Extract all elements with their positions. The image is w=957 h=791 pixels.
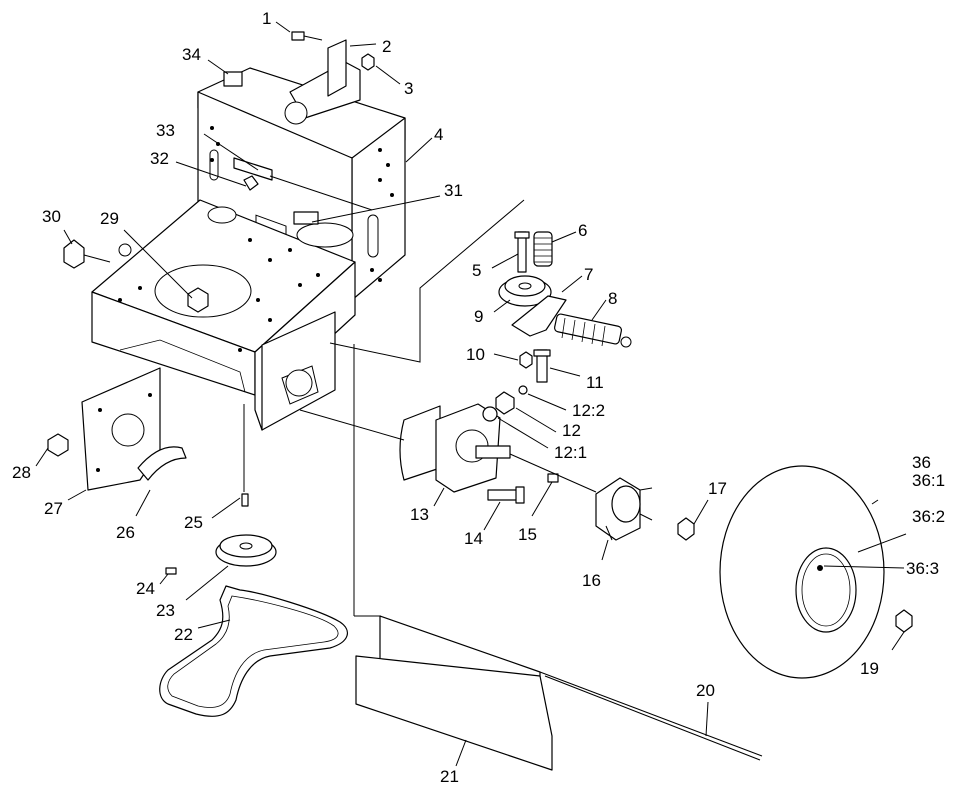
callout-label: 23 [156, 601, 175, 620]
o-ring [518, 385, 528, 395]
callout-label: 12:2 [572, 401, 605, 420]
bushing [495, 391, 515, 415]
callout-label: 9 [474, 307, 483, 326]
callout-label: 17 [708, 479, 727, 498]
callout-label: 36:2 [912, 507, 945, 526]
callout-label: 11 [586, 373, 604, 392]
callout-label: 12:1 [554, 443, 587, 462]
control-rod [539, 671, 763, 757]
callout-label: 16 [582, 571, 601, 590]
extension-spring [553, 313, 632, 348]
callout-label: 29 [100, 209, 119, 228]
set-screw [165, 567, 177, 575]
callout-label: 21 [440, 767, 459, 786]
flange-nut [187, 287, 209, 313]
screw [291, 31, 323, 41]
key [547, 473, 559, 483]
callout-label: 15 [518, 525, 537, 544]
callout-label: 31 [444, 181, 463, 200]
callout-label: 26 [116, 523, 135, 542]
callout-label: 6 [578, 221, 587, 240]
callout-label: 34 [182, 45, 201, 64]
hex-nut [47, 433, 69, 457]
tire-wheel [719, 465, 885, 679]
callout-label: 1 [262, 9, 271, 28]
hex-bolt [63, 239, 111, 269]
nut [519, 351, 533, 369]
callout-label: 22 [174, 625, 193, 644]
idler-arm [511, 295, 567, 337]
callout-label: 14 [464, 529, 483, 548]
callout-label: 7 [584, 265, 593, 284]
callout-label: 32 [150, 149, 169, 168]
idler-pulley [498, 275, 552, 307]
callout-label: 33 [156, 121, 175, 140]
rear-shield [355, 615, 553, 771]
drive-belt [159, 585, 348, 717]
wheel-hub [595, 477, 653, 541]
bracket-plate [327, 39, 347, 97]
callout-label: 2 [382, 37, 391, 56]
slotted-plate [233, 157, 273, 181]
lug-nut [895, 609, 913, 633]
side-plate [81, 367, 161, 491]
decal [293, 211, 319, 225]
callout-label: 24 [136, 579, 155, 598]
mounting-bracket [137, 446, 187, 481]
callout-label: 27 [44, 499, 63, 518]
explode-lines [243, 175, 597, 617]
carriage-bolt [487, 486, 525, 504]
callout-label: 8 [608, 289, 617, 308]
callout-label: 36:1 [912, 471, 945, 490]
callout-label: 5 [472, 261, 481, 280]
callout-leaders [35, 21, 907, 767]
washer [482, 406, 498, 422]
callout-label: 20 [696, 681, 715, 700]
lug-bolt [677, 517, 695, 541]
spacer [243, 175, 259, 191]
callout-label: 10 [466, 345, 485, 364]
spring [533, 231, 553, 267]
shoulder-bolt [533, 349, 551, 383]
callout-label: 30 [42, 207, 61, 226]
callout-label: 4 [434, 125, 443, 144]
callout-label: 36 [912, 453, 931, 472]
gearbox [399, 403, 511, 493]
decal [223, 71, 243, 87]
idler-bolt [514, 231, 530, 273]
callout-label: 28 [12, 463, 31, 482]
callout-label: 36:3 [906, 559, 939, 578]
frame-housing [91, 61, 406, 431]
callout-label: 3 [404, 79, 413, 98]
callout-label: 12 [562, 421, 581, 440]
callout-labels: 1 2 3 4 5 6 7 8 9 10 11 12:2 12 12:1 13 … [12, 9, 945, 786]
nut [361, 53, 375, 71]
callout-label: 25 [184, 513, 203, 532]
callout-label: 19 [860, 659, 879, 678]
callout-label: 13 [410, 505, 429, 524]
drive-pulley [215, 534, 277, 567]
key [241, 493, 249, 507]
